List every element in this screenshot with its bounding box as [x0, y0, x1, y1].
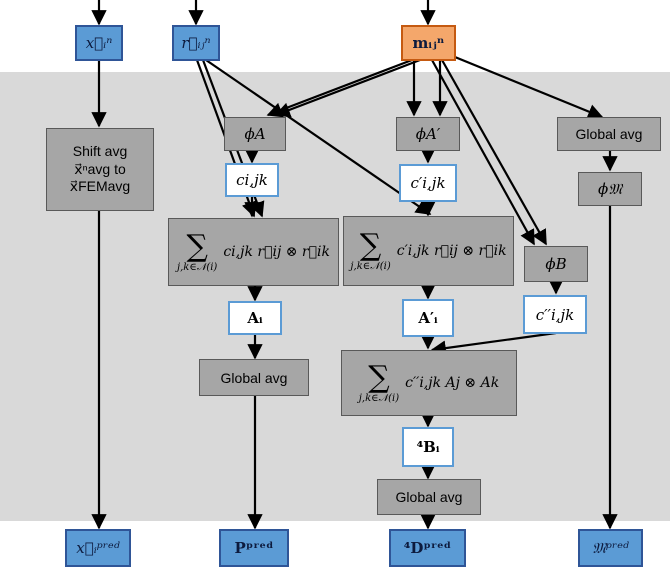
sum-2-sigma-group: ∑ j,k∈𝒩(i)	[350, 227, 391, 272]
input-relative-position-label: r⃗ᵢⱼⁿ	[181, 34, 211, 52]
arrow-m-to-phiB-a	[431, 59, 535, 246]
tensor-a-prime-node: A′ᵢ	[402, 299, 454, 337]
phi-a-prime-label: ϕA′	[415, 125, 441, 143]
arrow-m-to-phiA-a	[266, 58, 413, 118]
phi-a-label: ϕA	[244, 125, 266, 143]
phi-frak-block: ϕ𝔐	[578, 172, 642, 206]
shift-avg-line1: Shift avg	[72, 143, 128, 160]
input-position-label: x⃗ᵢⁿ	[85, 34, 113, 52]
output-m-node: 𝔐ᵖʳᵉᵈ	[578, 529, 643, 567]
arrow-m-to-global	[449, 53, 604, 119]
input-relative-position-node: r⃗ᵢⱼⁿ	[172, 25, 220, 61]
sum-1-sigma-group: ∑ j,k∈𝒩(i)	[177, 228, 218, 273]
output-position-node: x⃗ᵢᵖʳᵉᵈ	[65, 529, 131, 567]
input-material-label: mᵢⱼⁿ	[412, 34, 445, 52]
arrow-m-to-phiB-b	[441, 59, 547, 246]
global-avg-top-block: Global avg	[557, 117, 661, 151]
sum-2-sigma: ∑	[359, 227, 382, 263]
phi-a-block: ϕA	[224, 117, 286, 151]
sum-block-1: ∑ j,k∈𝒩(i) ci,jk r⃗ij ⊗ r⃗ik	[168, 218, 339, 286]
sum-3-index: j,k∈𝒩(i)	[358, 392, 400, 404]
tensor-a-node: Aᵢ	[228, 301, 282, 335]
sum-3-sigma: ∑	[368, 359, 390, 395]
output-position-label: x⃗ᵢᵖʳᵉᵈ	[76, 539, 120, 557]
sum-1-term: ci,jk r⃗ij ⊗ r⃗ik	[223, 244, 330, 260]
global-avg-bottom-label: Global avg	[395, 489, 463, 505]
phi-a-prime-block: ϕA′	[396, 117, 460, 151]
coef-c-label: ci,jk	[236, 171, 268, 189]
phi-b-label: ϕB	[545, 255, 567, 273]
sum-2-term: c′i,jk r⃗ij ⊗ r⃗ik	[396, 243, 507, 259]
sum-2-index: j,k∈𝒩(i)	[350, 260, 391, 272]
shift-avg-block: Shift avg x⃗ⁿavg to x⃗FEMavg	[46, 128, 154, 211]
arrow-cdp-to-sum3	[430, 331, 557, 356]
tensor-b4-label: ⁴Bᵢ	[416, 438, 440, 456]
input-position-node: x⃗ᵢⁿ	[75, 25, 123, 61]
tensor-a-label: Aᵢ	[247, 309, 263, 327]
tensor-b4-node: ⁴Bᵢ	[402, 427, 454, 467]
coef-c-node: ci,jk	[225, 163, 279, 197]
output-d4-label: ⁴Dᵖʳᵉᵈ	[403, 539, 452, 557]
arrow-m-to-phiA-b	[274, 58, 421, 118]
phi-b-block: ϕB	[524, 246, 588, 282]
tensor-a-prime-label: A′ᵢ	[418, 309, 438, 327]
sum-1-sigma: ∑	[186, 228, 208, 264]
global-avg-top-label: Global avg	[575, 126, 643, 142]
arrow-r-to-sum2	[205, 59, 432, 215]
sum-3-sigma-group: ∑ j,k∈𝒩(i)	[358, 359, 400, 404]
global-avg-left-label: Global avg	[220, 369, 288, 386]
global-avg-left-block: Global avg	[199, 359, 309, 396]
coef-c-double-prime-label: c′′i,jk	[535, 305, 575, 324]
shift-avg-line2: x⃗ⁿavg to	[74, 160, 126, 177]
sum-block-2: ∑ j,k∈𝒩(i) c′i,jk r⃗ij ⊗ r⃗ik	[343, 216, 514, 286]
sum-3-term: c′′i,jk Aj ⊗ Ak	[405, 375, 500, 391]
input-material-node: mᵢⱼⁿ	[401, 25, 456, 61]
sum-1-index: j,k∈𝒩(i)	[177, 261, 218, 273]
output-p-label: Pᵖʳᵉᵈ	[234, 539, 274, 557]
coef-c-prime-label: c′i,jk	[410, 174, 446, 192]
coef-c-prime-node: c′i,jk	[399, 164, 457, 202]
output-m-label: 𝔐ᵖʳᵉᵈ	[592, 539, 629, 557]
shift-avg-line3: x⃗FEMavg	[69, 178, 131, 195]
phi-frak-label: ϕ𝔐	[597, 180, 623, 198]
global-avg-bottom-block: Global avg	[377, 479, 481, 515]
output-p-node: Pᵖʳᵉᵈ	[219, 529, 289, 567]
coef-c-double-prime-node: c′′i,jk	[523, 295, 587, 334]
output-d4-node: ⁴Dᵖʳᵉᵈ	[389, 529, 466, 567]
sum-block-3: ∑ j,k∈𝒩(i) c′′i,jk Aj ⊗ Ak	[341, 350, 517, 416]
